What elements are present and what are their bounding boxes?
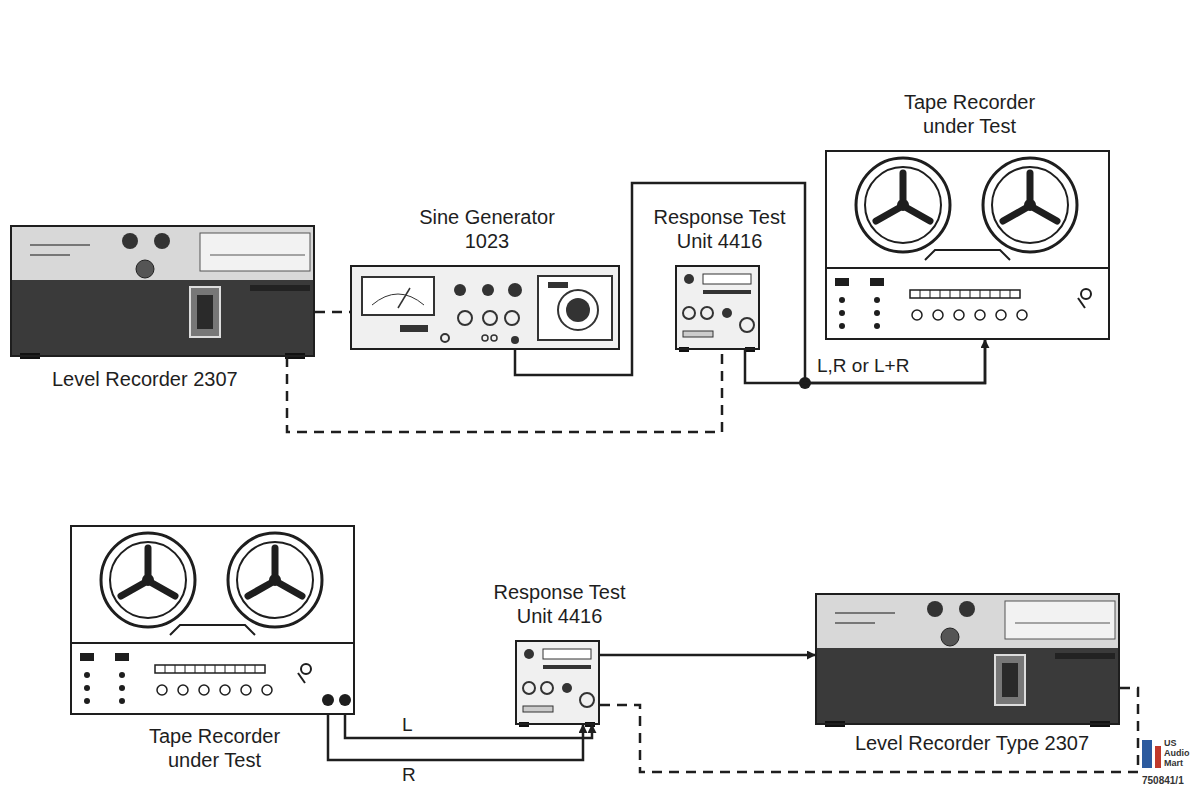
remote-control-line (315, 311, 350, 314)
sine-generator-drawing (350, 265, 620, 350)
level-recorder: Level Recorder Type 2307 (815, 593, 1120, 725)
remote-control-line (287, 350, 722, 432)
sine-generator: Sine Generator 1023 (350, 265, 620, 350)
signal-cable (745, 340, 985, 383)
device-label: Tape Recorder under Test (127, 724, 302, 772)
signal-cable (328, 715, 583, 760)
tape-recorder: Tape Recorder under Test (70, 525, 355, 715)
figure-number: 750841/1 (1142, 775, 1198, 786)
channel-label: L,R or L+R (815, 355, 911, 377)
watermark-logo-text: US Audio Mart (1164, 738, 1198, 768)
device-label: Response Test Unit 4416 (637, 205, 802, 253)
device-label: Level Recorder Type 2307 (827, 731, 1117, 755)
device-label: Tape Recorder under Test (882, 90, 1057, 138)
remote-control-line (600, 688, 1138, 772)
tape-recorder: Tape Recorder under Test (825, 150, 1110, 340)
device-label: Level Recorder 2307 (52, 367, 312, 391)
channel-label: R (400, 764, 418, 786)
signal-cable (515, 183, 985, 383)
response-test-unit: Response Test Unit 4416 (515, 640, 600, 725)
signal-cable (345, 715, 592, 738)
device-label: Response Test Unit 4416 (477, 580, 642, 628)
device-label: Sine Generator 1023 (412, 205, 562, 253)
level-recorder: Level Recorder 2307 (10, 225, 315, 357)
response-test-unit: Response Test Unit 4416 (675, 265, 760, 350)
signal-cable (600, 654, 815, 657)
channel-label: L (400, 714, 415, 736)
